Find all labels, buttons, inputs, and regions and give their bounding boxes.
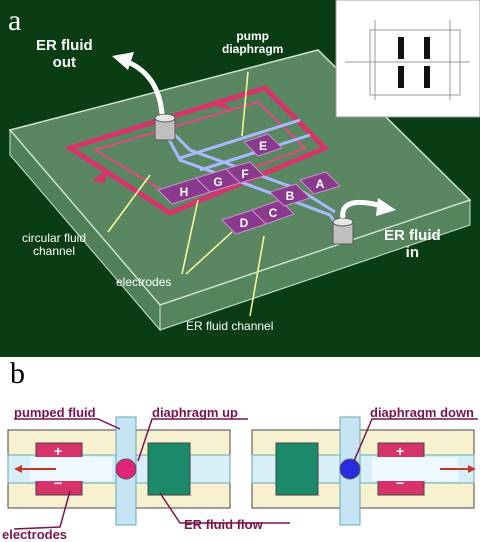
minus-sign-right: −: [396, 475, 405, 491]
electrode-letter-a: A: [316, 177, 325, 191]
flow-arrow-left: [92, 170, 108, 184]
panel-a: H G F E D C B A: [0, 0, 480, 357]
panel-b: b pumped fluid diaphragm up diaphragm do…: [0, 357, 480, 542]
inset-box: [335, 0, 480, 118]
inlet-arrow: [340, 199, 383, 219]
inset-schematic: [345, 20, 470, 100]
valve-cross-section: [7, 416, 478, 530]
electrode-letter-d: D: [240, 216, 249, 230]
electrode-letter-h: H: [180, 185, 189, 199]
electrode-letter-g: G: [213, 175, 222, 189]
pump-diaphragm-label: pump diaphragm: [222, 29, 284, 57]
electrodes-label-b: electrodes: [2, 527, 68, 542]
circular-fluid-channel-label: circular fluid channel: [22, 231, 87, 259]
plus-sign-right: +: [396, 443, 405, 459]
electrode-letter-f: F: [241, 167, 248, 181]
pumped-fluid-label: pumped fluid: [14, 405, 96, 420]
electrode-block-f: [225, 161, 265, 184]
er-fluid-channel-label: ER fluid channel: [186, 319, 274, 333]
diaphragm-up-label: diaphragm up: [152, 405, 238, 420]
electrode-blocks: [157, 133, 341, 235]
plus-sign-left: +: [54, 443, 63, 459]
electrode-letter-c: C: [269, 206, 278, 220]
diaphragm-down-label: diaphragm down: [370, 405, 474, 420]
electrode-block-b: [269, 183, 311, 207]
left-valve: [7, 416, 231, 526]
outlet-arrow: [126, 59, 165, 115]
green-block-right: [275, 442, 319, 496]
minus-sign-left: −: [54, 475, 63, 491]
chip-slab-front: [159, 199, 471, 331]
panel-letter-b: b: [10, 357, 25, 390]
inlet-port: [332, 217, 354, 245]
electrode-letter-b: B: [286, 189, 295, 203]
outlet-port: [154, 113, 176, 141]
electrodes-label: electrodes: [116, 275, 172, 289]
inlet-arrow-head: [376, 198, 396, 216]
electrode-block-e: [243, 133, 283, 157]
er-fluid-out-label: ER fluid out: [36, 37, 93, 71]
panel-b-leader-lines: [13, 418, 478, 530]
leader-lines: [107, 71, 265, 317]
electrode-letter-e: E: [259, 139, 267, 153]
electrode-block-a: [299, 171, 341, 195]
flow-arrow-top: [214, 98, 232, 110]
outlet-arrow-head: [112, 52, 134, 70]
panel-letter-a: a: [8, 4, 22, 37]
chip-illustration: H G F E D C B A: [8, 0, 480, 332]
diaphragm-up-circle: [115, 458, 137, 480]
er-fluid-in-label: ER fluid in: [384, 227, 441, 261]
right-valve: [251, 416, 476, 526]
circular-fluid-channel: [64, 85, 330, 216]
green-block-left: [147, 442, 191, 496]
diaphragm-down-circle: [339, 458, 361, 480]
er-fluid-flow-label: ER fluid flow: [184, 517, 263, 532]
inset-electrodes: [398, 37, 430, 88]
circular-fluid-channel-inner: [92, 100, 307, 200]
